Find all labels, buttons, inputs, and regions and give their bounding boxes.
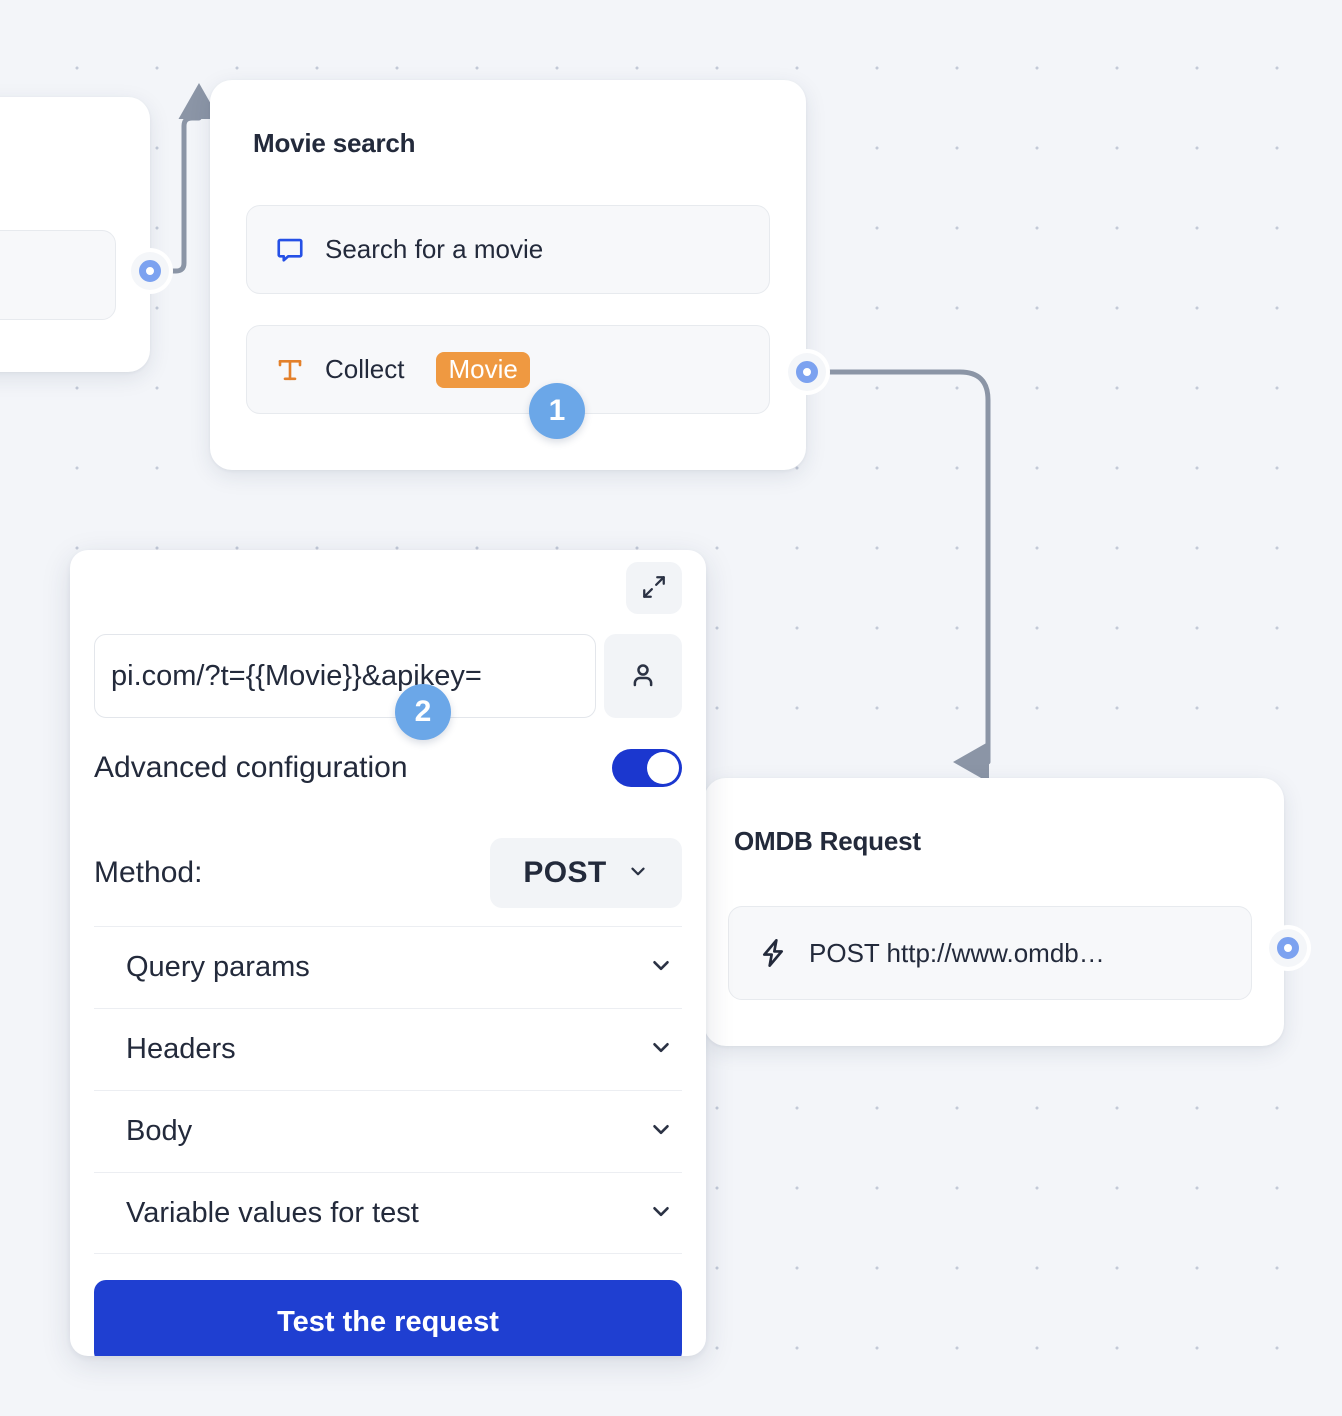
chevron-down-icon [648, 1116, 674, 1147]
expand-diagonal-icon [641, 574, 667, 603]
method-label: Method: [94, 856, 203, 889]
node-row-search-for-a-movie[interactable]: Search for a movie [246, 205, 770, 294]
method-row: Method: POST [94, 838, 682, 908]
accordion-list: Query params Headers Body [94, 926, 682, 1254]
accordion-item-query-params[interactable]: Query params [94, 926, 682, 1008]
node-title-movie-search: Movie search [253, 128, 416, 158]
expand-button[interactable] [626, 562, 682, 614]
person-icon [628, 660, 658, 693]
advanced-configuration-toggle[interactable] [612, 749, 682, 787]
request-configuration-panel[interactable]: Advanced configuration Method: POST Quer… [70, 550, 706, 1356]
advanced-configuration-row[interactable]: Advanced configuration [94, 738, 682, 798]
edge-movie-to-omdb [826, 369, 991, 783]
node-row-post-request[interactable]: POST http://www.omdb… [728, 906, 1252, 1000]
test-the-request-button[interactable]: Test the request [94, 1280, 682, 1356]
method-value: POST [523, 856, 607, 889]
lightning-bolt-icon [757, 937, 789, 969]
url-row[interactable] [94, 634, 682, 718]
accordion-item-headers[interactable]: Headers [94, 1008, 682, 1090]
port-previous-output[interactable] [131, 252, 169, 290]
chevron-down-icon [648, 952, 674, 983]
request-url-input[interactable] [94, 634, 596, 718]
accordion-label: Body [126, 1115, 193, 1147]
node-row-collect[interactable]: Collect Movie [246, 325, 770, 414]
node-row-label-post-request: POST http://www.omdb… [809, 937, 1105, 968]
accordion-item-variable-values-for-test[interactable]: Variable values for test [94, 1172, 682, 1254]
node-row-label-collect: Collect [325, 354, 405, 384]
message-bubble-icon [275, 235, 305, 265]
accordion-label: Variable values for test [126, 1196, 419, 1229]
port-movie-search-output[interactable] [788, 353, 826, 391]
accordion-item-body[interactable]: Body [94, 1090, 682, 1172]
variable-chip-movie[interactable]: Movie [436, 351, 530, 388]
text-t-icon [275, 355, 305, 385]
edge-prev-to-movie [169, 83, 220, 274]
accordion-label: Query params [126, 951, 310, 983]
authentication-button[interactable] [604, 634, 682, 718]
previous-node-row[interactable] [0, 230, 116, 320]
node-movie-search[interactable]: Movie search Search for a movie Collect [210, 80, 806, 470]
port-omdb-request-output[interactable] [1269, 929, 1307, 967]
node-row-label-search: Search for a movie [325, 234, 544, 264]
chevron-down-icon [627, 856, 649, 890]
step-badge-1: 1 [529, 383, 585, 439]
node-title-omdb-request: OMDB Request [734, 826, 921, 856]
accordion-label: Headers [126, 1033, 236, 1065]
node-omdb-request[interactable]: OMDB Request POST http://www.omdb… [690, 778, 1284, 1046]
chevron-down-icon [648, 1198, 674, 1229]
previous-node-card[interactable] [0, 97, 150, 372]
method-select[interactable]: POST [490, 838, 682, 908]
step-badge-2: 2 [395, 684, 451, 740]
chevron-down-icon [648, 1034, 674, 1065]
advanced-configuration-label: Advanced configuration [94, 751, 408, 784]
